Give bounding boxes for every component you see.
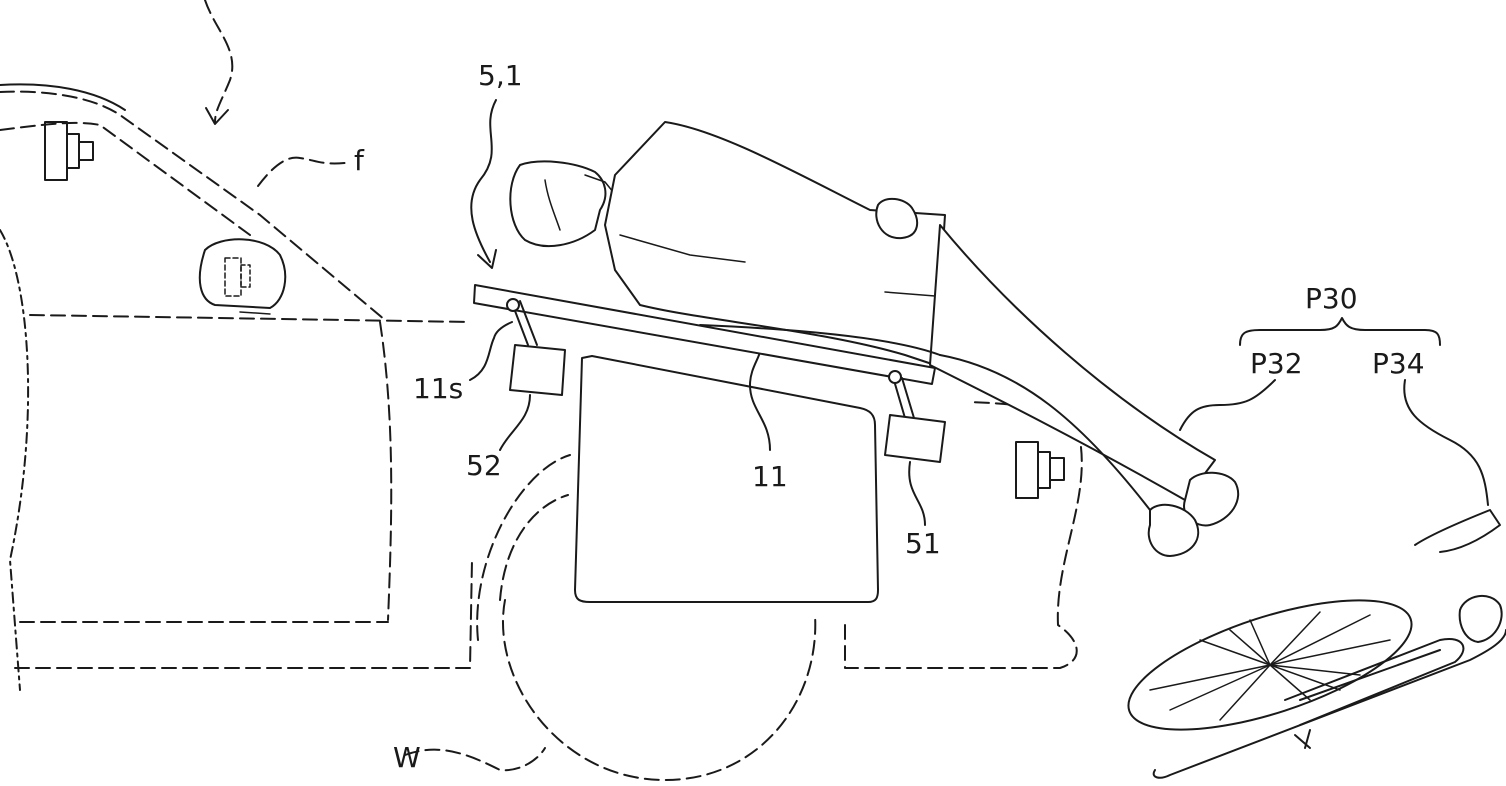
body-underside <box>699 324 941 356</box>
wheel-leader <box>404 747 546 772</box>
protection-device <box>473 284 946 603</box>
pedestrian-figure <box>509 121 1240 557</box>
camera-icon-top-left <box>44 121 94 181</box>
label-actuator-front: 51 <box>905 527 941 560</box>
actuator-rear-pivot <box>506 298 520 312</box>
door-front-edge <box>0 229 30 691</box>
actuator-front-leader <box>908 461 926 526</box>
rider-hand <box>1458 595 1503 643</box>
vehicle-arrow-head <box>205 107 229 125</box>
a-pillar-line <box>0 90 386 321</box>
hood-panel <box>574 355 879 603</box>
head <box>509 160 607 248</box>
label-bumper: 11 <box>752 460 788 493</box>
bicycle-frame <box>1299 649 1441 701</box>
wheel-arch-rear <box>476 454 571 641</box>
assembly-arrow-line <box>470 99 497 263</box>
label-wheel: W <box>393 741 421 774</box>
bicycle-fork <box>1284 638 1465 726</box>
group-brace <box>1239 317 1441 346</box>
label-group: P30 <box>1305 282 1358 315</box>
mirror-camera-icon <box>224 257 251 297</box>
wheel-spokes <box>1149 611 1391 721</box>
actuator-rear-leader <box>499 394 531 451</box>
label-frame: f <box>354 144 365 177</box>
jacket-hem <box>884 291 936 297</box>
vehicle-outline <box>0 83 1083 781</box>
jacket-fold <box>619 234 746 263</box>
label-bicycle: P34 <box>1372 347 1425 380</box>
actuator-front-pivot <box>888 370 902 384</box>
label-assembly: 5,1 <box>478 59 523 92</box>
vehicle-arrow-line <box>204 0 234 123</box>
sill-line <box>14 559 473 669</box>
person-leader <box>1179 379 1276 431</box>
hood-line <box>29 314 471 323</box>
windshield-inner-line <box>0 121 251 236</box>
leader-lines <box>204 0 1489 772</box>
bicycle-bar <box>1152 629 1506 779</box>
labels: 5,1 f 11s 52 11 51 P30 P32 P34 W <box>354 59 1425 774</box>
rider-arm <box>1414 509 1501 553</box>
leg-lower <box>939 354 1151 511</box>
frame-leader <box>257 156 346 187</box>
side-mirror <box>198 238 287 309</box>
bicycle-leader <box>1403 379 1489 506</box>
torso <box>604 121 946 366</box>
face-line <box>544 179 561 231</box>
bicycle-figure <box>1127 509 1506 779</box>
foot-rear <box>1147 503 1200 557</box>
front-lower-body <box>844 401 1083 669</box>
door-rear-edge <box>379 321 393 621</box>
label-bumper-side: 11s <box>413 372 463 405</box>
wheel-circle <box>502 599 817 781</box>
mirror-stem <box>239 311 271 315</box>
leg-upper <box>929 224 1216 501</box>
bumper-leader <box>749 351 771 451</box>
actuator-front-box <box>884 414 946 463</box>
actuator-rear-box <box>509 344 566 396</box>
label-person: P32 <box>1250 347 1303 380</box>
wheel-arch-inner <box>499 494 569 601</box>
assembly-arrow-head <box>477 249 497 269</box>
roof-edge <box>0 83 126 111</box>
camera-icon-front <box>1015 441 1065 499</box>
bumper-plate <box>473 284 936 385</box>
label-actuator-rear: 52 <box>466 449 502 482</box>
hand <box>875 197 919 240</box>
bicycle-pedal <box>1294 729 1311 749</box>
bumper-side-leader <box>469 321 513 381</box>
